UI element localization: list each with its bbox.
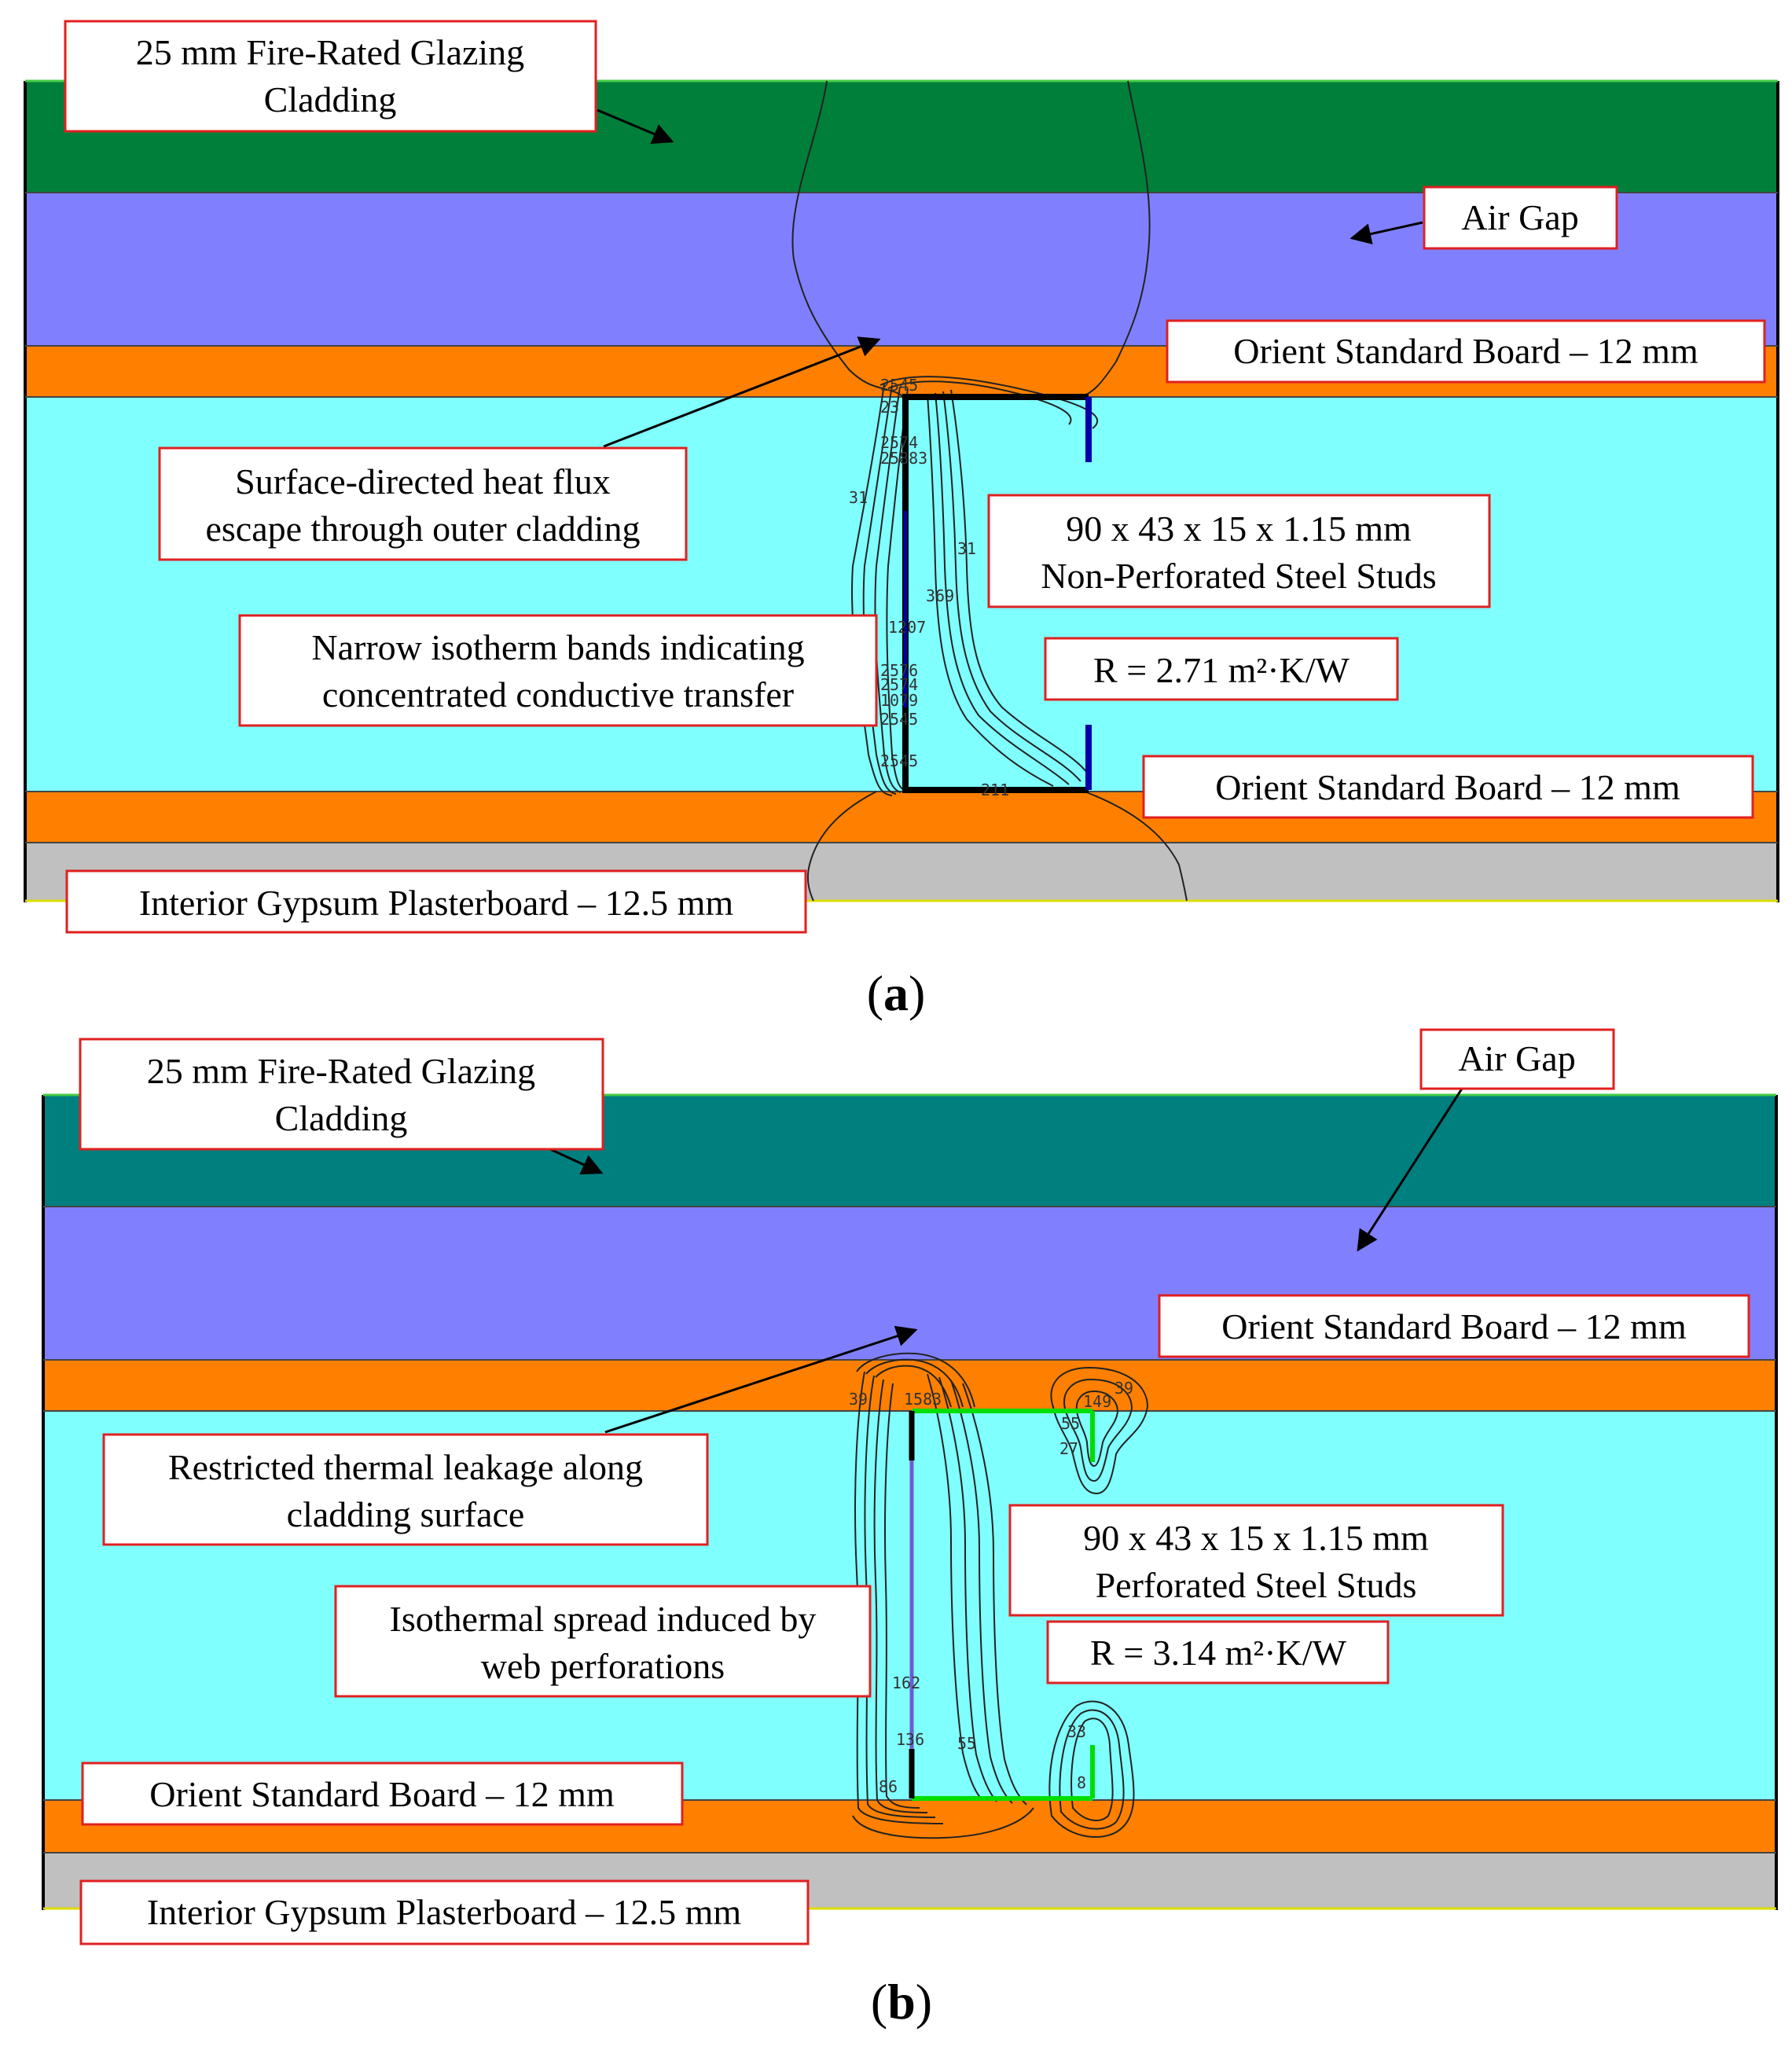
- panel-a-cladding-arrow: [597, 108, 674, 145]
- panel-a-contour-value: 211: [981, 781, 1009, 799]
- svg-text:90 x 43 x 15 x 1.15 mm: 90 x 43 x 15 x 1.15 mm: [1083, 1518, 1429, 1558]
- svg-text:R = 3.14 m²·K/W: R = 3.14 m²·K/W: [1090, 1633, 1347, 1673]
- panel-b-contour-value: 55: [1061, 1414, 1080, 1433]
- panel-b-air-gap-arrow: [1357, 1086, 1465, 1252]
- panel-a-outer-isotherm-left: [791, 80, 905, 398]
- panel-a-inner-isotherm-bottom-left: [806, 791, 877, 902]
- panel-b: 39 1583 39 149 55 27 162 136 55 86 33 8 …: [42, 1028, 1778, 2030]
- panel-a-stud-label: 90 x 43 x 15 x 1.15 mm Non-Perforated St…: [987, 494, 1491, 608]
- panel-b-contour-value: 33: [1067, 1722, 1086, 1741]
- panel-b-contour-value: 162: [892, 1673, 920, 1692]
- panel-a-contour-value: 2545: [880, 376, 918, 395]
- panel-a-contour-value: 25883: [880, 449, 927, 468]
- panel-b-leakage-arrow: [604, 1325, 918, 1434]
- panel-a-air-gap-label: Air Gap: [1423, 186, 1618, 250]
- panel-a-osb-bottom-label: Orient Standard Board – 12 mm: [1142, 755, 1754, 819]
- svg-text:Orient Standard Board – 12 mm: Orient Standard Board – 12 mm: [149, 1774, 615, 1814]
- svg-text:web perforations: web perforations: [481, 1646, 725, 1686]
- panel-a-contour-value: 2574: [880, 675, 918, 694]
- panel-b-cladding-label: 25 mm Fire-Rated Glazing Cladding: [79, 1038, 604, 1151]
- svg-text:escape through outer cladding: escape through outer cladding: [205, 509, 640, 549]
- panel-a-outer-isotherm-right: [1080, 80, 1151, 398]
- panel-a-contour-value: 31: [957, 539, 976, 558]
- svg-text:Interior Gypsum Plasterboard –: Interior Gypsum Plasterboard – 12.5 mm: [147, 1892, 742, 1932]
- panel-a-contour-value: 2545: [880, 751, 918, 770]
- panel-a-contour-value: 2545: [880, 710, 918, 729]
- svg-text:Air Gap: Air Gap: [1461, 197, 1578, 237]
- svg-text:Cladding: Cladding: [264, 79, 397, 119]
- panel-b-contour-value: 149: [1083, 1392, 1111, 1411]
- panel-b-stud-label: 90 x 43 x 15 x 1.15 mm Perforated Steel …: [1008, 1504, 1504, 1617]
- panel-a: 2545 23 2574 25883 31 31 369 1207 2576 2…: [24, 20, 1779, 1021]
- panel-b-contour-labels: 39 1583 39 149 55 27 162 136 55 86 33 8: [849, 1379, 1133, 1796]
- panel-b-leakage-label: Restricted thermal leakage along claddin…: [102, 1433, 709, 1546]
- panel-a-flux-arrow: [603, 336, 881, 448]
- svg-text:R = 2.71 m²·K/W: R = 2.71 m²·K/W: [1093, 650, 1350, 690]
- svg-text:Orient Standard Board – 12 mm: Orient Standard Board – 12 mm: [1233, 331, 1698, 371]
- panel-a-isotherm-bands-label: Narrow isotherm bands indicating concent…: [238, 614, 878, 727]
- panel-b-osb-top-label: Orient Standard Board – 12 mm: [1158, 1294, 1750, 1358]
- panel-a-contour-value: 1207: [888, 618, 926, 637]
- panel-b-isotherm-band: [852, 1352, 1149, 1839]
- panel-a-isotherm-band: [851, 376, 1099, 796]
- panel-b-isotherm-spread-label: Isothermal spread induced by web perfora…: [334, 1585, 872, 1698]
- svg-text:25 mm Fire-Rated Glazing: 25 mm Fire-Rated Glazing: [136, 32, 524, 72]
- panel-b-osb-top-layer: [43, 1360, 1776, 1411]
- panel-b-steel-stud: [909, 1409, 1095, 1801]
- svg-text:Isothermal spread induced by: Isothermal spread induced by: [390, 1599, 817, 1639]
- panel-b-air-gap-label: Air Gap: [1419, 1028, 1615, 1090]
- panel-a-air-gap-arrow: [1350, 221, 1423, 244]
- panel-b-osb-bottom-label: Orient Standard Board – 12 mm: [81, 1762, 684, 1826]
- svg-text:Interior Gypsum Plasterboard –: Interior Gypsum Plasterboard – 12.5 mm: [139, 883, 734, 923]
- svg-text:25 mm Fire-Rated Glazing: 25 mm Fire-Rated Glazing: [147, 1051, 535, 1091]
- panel-b-contour-value: 86: [879, 1777, 898, 1796]
- panel-a-gypsum-label: Interior Gypsum Plasterboard – 12.5 mm: [65, 869, 807, 934]
- panel-b-cladding-arrow: [549, 1148, 604, 1175]
- panel-a-r-value-label: R = 2.71 m²·K/W: [1044, 637, 1399, 701]
- svg-text:Orient Standard Board – 12 mm: Orient Standard Board – 12 mm: [1221, 1306, 1687, 1346]
- svg-text:90 x 43 x 15 x 1.15 mm: 90 x 43 x 15 x 1.15 mm: [1066, 509, 1412, 549]
- panel-a-contour-value: 2576: [880, 661, 918, 680]
- panel-a-contour-labels: 2545 23 2574 25883 31 31 369 1207 2576 2…: [849, 376, 1009, 799]
- panel-a-inner-isotherm-bottom-right: [1084, 791, 1188, 902]
- panel-a-cladding-label: 25 mm Fire-Rated Glazing Cladding: [64, 20, 597, 133]
- panel-b-r-value-label: R = 3.14 m²·K/W: [1046, 1620, 1390, 1684]
- svg-text:cladding surface: cladding surface: [287, 1494, 525, 1534]
- svg-text:Narrow isotherm bands indicati: Narrow isotherm bands indicating: [311, 627, 804, 667]
- panel-b-gypsum-label: Interior Gypsum Plasterboard – 12.5 mm: [79, 1879, 810, 1945]
- panel-b-contour-value: 1583: [904, 1390, 942, 1409]
- panel-a-steel-stud: [902, 394, 1092, 793]
- svg-text:Air Gap: Air Gap: [1458, 1038, 1575, 1078]
- svg-text:Non-Perforated Steel Studs: Non-Perforated Steel Studs: [1041, 556, 1436, 596]
- svg-text:Restricted thermal leakage alo: Restricted thermal leakage along: [168, 1447, 643, 1487]
- svg-text:Cladding: Cladding: [275, 1098, 408, 1138]
- panel-a-contour-value: 23: [880, 398, 899, 417]
- svg-text:Perforated Steel Studs: Perforated Steel Studs: [1096, 1565, 1417, 1605]
- panel-a-contour-value: 369: [926, 586, 954, 605]
- panel-a-letter: (a): [867, 965, 926, 1021]
- panel-a-contour-value: 31: [849, 488, 868, 507]
- panel-a-contour-value: 1079: [880, 691, 918, 710]
- svg-text:Surface-directed heat flux: Surface-directed heat flux: [235, 461, 611, 501]
- panel-b-contour-value: 27: [1059, 1439, 1078, 1458]
- panel-b-contour-value: 136: [896, 1730, 924, 1749]
- panel-b-letter: (b): [871, 1974, 932, 2030]
- panel-b-contour-value: 55: [957, 1734, 976, 1753]
- panel-a-osb-top-label: Orient Standard Board – 12 mm: [1166, 319, 1766, 384]
- svg-text:Orient Standard Board – 12 mm: Orient Standard Board – 12 mm: [1215, 767, 1680, 807]
- svg-text:concentrated conductive transf: concentrated conductive transfer: [322, 674, 794, 715]
- panel-b-contour-value: 8: [1077, 1773, 1086, 1792]
- panel-a-contour-value: 2574: [880, 433, 918, 452]
- panel-b-contour-value: 39: [849, 1390, 868, 1409]
- panel-a-flux-label: Surface-directed heat flux escape throug…: [158, 446, 688, 561]
- panel-b-contour-value: 39: [1114, 1379, 1133, 1398]
